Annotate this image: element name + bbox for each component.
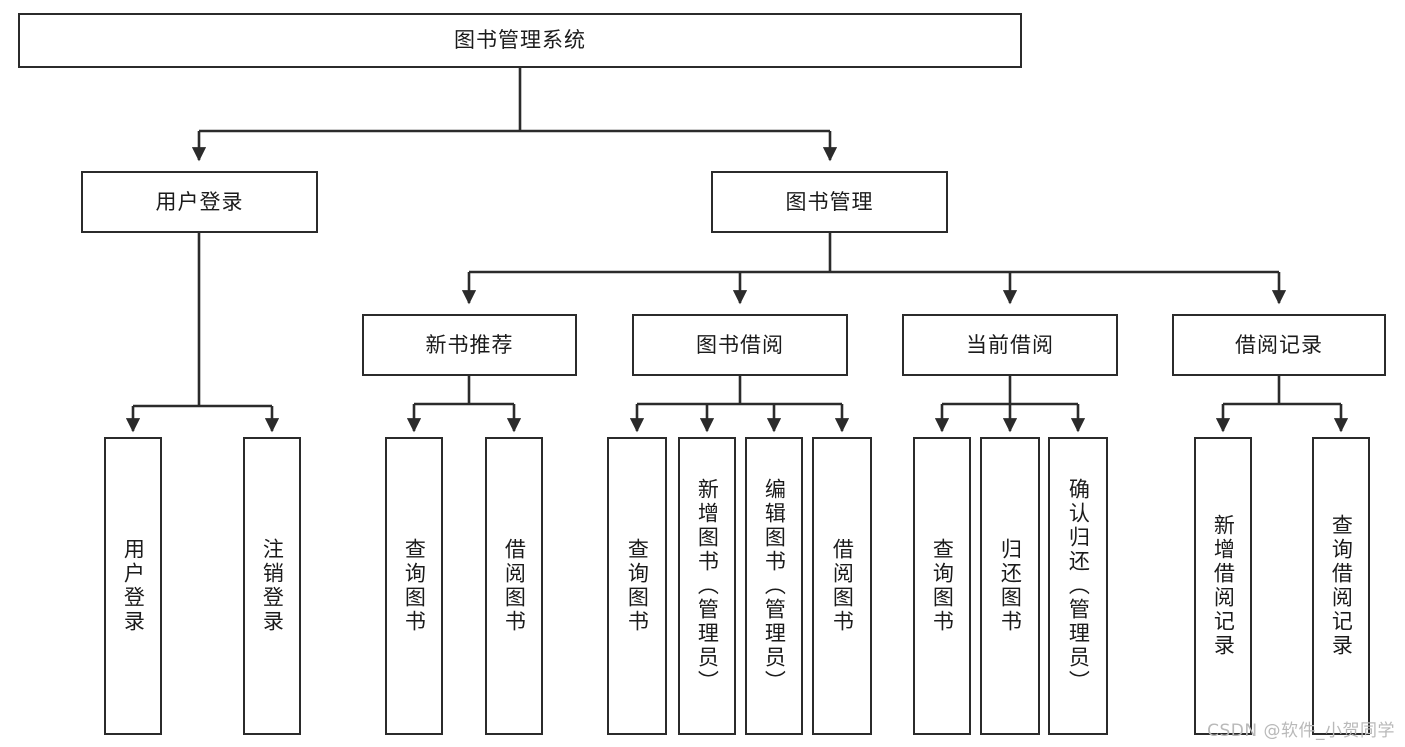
node-label: 图书管理 bbox=[785, 189, 874, 214]
node-user-login[interactable]: 用户登录 bbox=[81, 171, 318, 233]
node-label: 查询图书 bbox=[402, 538, 427, 634]
node-label: 当前借阅 bbox=[966, 332, 1054, 357]
node-label: 归还图书 bbox=[998, 538, 1023, 634]
node-label: 用户登录 bbox=[121, 538, 146, 634]
node-label: 查询图书 bbox=[625, 538, 650, 634]
node-borrow-record[interactable]: 借阅记录 bbox=[1172, 314, 1386, 376]
leaf-confirm-return-admin[interactable]: 确认归还（管理员） bbox=[1048, 437, 1108, 735]
leaf-user-logout[interactable]: 注销登录 bbox=[243, 437, 301, 735]
node-label: 注销登录 bbox=[260, 538, 285, 634]
node-label: 图书管理系统 bbox=[454, 28, 586, 53]
node-label: 用户登录 bbox=[155, 189, 244, 214]
leaf-return-book[interactable]: 归还图书 bbox=[980, 437, 1040, 735]
node-book-management[interactable]: 图书管理 bbox=[711, 171, 948, 233]
node-current-borrow[interactable]: 当前借阅 bbox=[902, 314, 1118, 376]
node-label: 新增借阅记录 bbox=[1211, 514, 1236, 658]
node-label: 查询图书 bbox=[930, 538, 955, 634]
node-label: 借阅图书 bbox=[830, 538, 855, 634]
leaf-query-book-current[interactable]: 查询图书 bbox=[913, 437, 971, 735]
node-book-borrow[interactable]: 图书借阅 bbox=[632, 314, 848, 376]
node-label: 新书推荐 bbox=[425, 332, 514, 357]
node-label: 图书借阅 bbox=[696, 332, 784, 357]
node-label: 查询借阅记录 bbox=[1329, 514, 1354, 658]
leaf-query-book-recommend[interactable]: 查询图书 bbox=[385, 437, 443, 735]
node-label: 编辑图书（管理员） bbox=[762, 478, 787, 694]
node-label: 新增图书（管理员） bbox=[695, 478, 720, 694]
node-new-book-recommend[interactable]: 新书推荐 bbox=[362, 314, 577, 376]
leaf-borrow-book[interactable]: 借阅图书 bbox=[812, 437, 872, 735]
leaf-query-borrow-record[interactable]: 查询借阅记录 bbox=[1312, 437, 1370, 735]
node-label: 借阅记录 bbox=[1235, 332, 1323, 357]
leaf-borrow-book-recommend[interactable]: 借阅图书 bbox=[485, 437, 543, 735]
leaf-edit-book-admin[interactable]: 编辑图书（管理员） bbox=[745, 437, 803, 735]
node-label: 确认归还（管理员） bbox=[1066, 478, 1091, 694]
node-label: 借阅图书 bbox=[502, 538, 527, 634]
leaf-add-borrow-record[interactable]: 新增借阅记录 bbox=[1194, 437, 1252, 735]
leaf-query-book-borrow[interactable]: 查询图书 bbox=[607, 437, 667, 735]
leaf-user-login[interactable]: 用户登录 bbox=[104, 437, 162, 735]
node-root-book-management-system[interactable]: 图书管理系统 bbox=[18, 13, 1022, 68]
leaf-add-book-admin[interactable]: 新增图书（管理员） bbox=[678, 437, 736, 735]
